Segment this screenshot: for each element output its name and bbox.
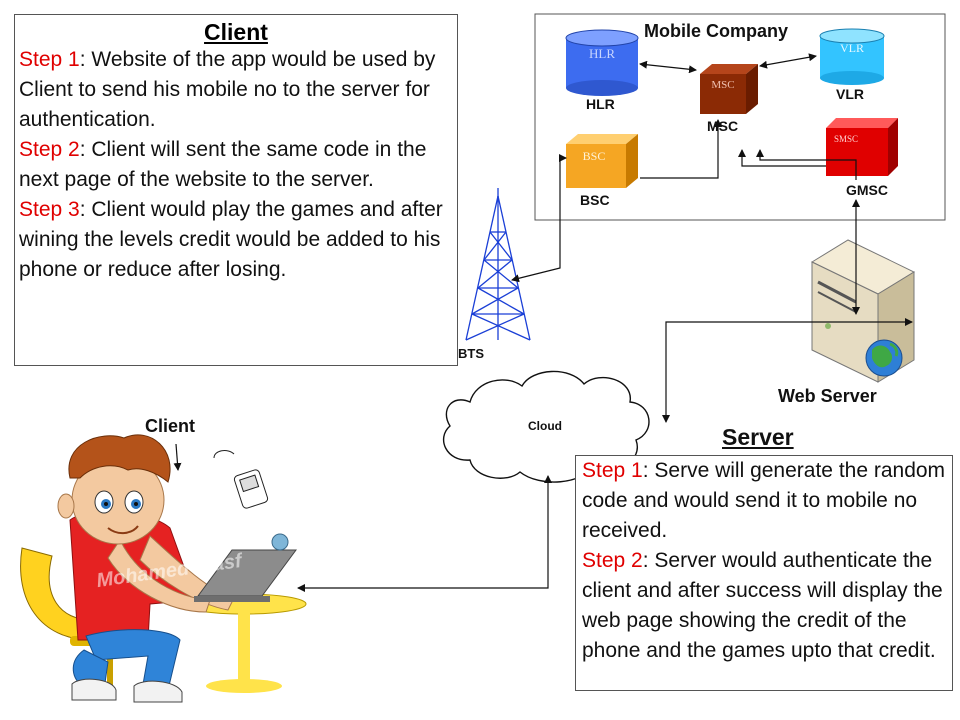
gmsc-server-icon: SMSC [826,118,898,176]
server-steps-list: Step 1: Serve will generate the random c… [582,456,946,666]
bts-bsc-link [511,154,567,283]
vlr-database-icon: VLR [819,28,885,85]
gmsc-label: GMSC [846,182,888,198]
server-links [173,199,913,592]
server-step-2: Step 2: Server would authenticate the cl… [582,549,943,662]
svg-text:BSC: BSC [583,149,606,163]
cloud-label: Cloud [528,419,562,433]
client-steps-list: Step 1: Website of the app would be used… [19,45,453,285]
hlr-label: HLR [586,96,615,112]
vlr-label: VLR [836,86,864,102]
client-step-3: Step 3: Client would play the games and … [19,198,443,281]
hlr-database-icon: HLR [565,29,639,96]
phone-icon [213,450,269,509]
web-server-label: Web Server [778,386,877,406]
svg-text:SMSC: SMSC [834,134,858,144]
server-step-1: Step 1: Serve will generate the random c… [582,459,946,542]
client-step-1: Step 1: Website of the app would be used… [19,48,436,131]
mobile-company-title: Mobile Company [644,21,789,41]
bsc-label: BSC [580,192,610,208]
bts-label: BTS [458,346,484,361]
bts-tower-icon [465,188,531,341]
svg-text:MSC: MSC [711,79,734,91]
server-steps-box: Step 1: Serve will generate the random c… [575,455,953,691]
web-server-icon [810,239,916,383]
msc-server-icon: MSC [700,64,758,114]
msc-label: MSC [707,118,739,134]
client-step-2: Step 2: Client will sent the same code i… [19,138,427,191]
svg-text:HLR: HLR [589,46,615,61]
client-figure-label: Client [145,416,196,436]
mobile-company-links [639,53,857,180]
client-person-illustration [20,434,307,703]
bsc-server-icon: BSC [566,134,638,188]
server-box-title: Server [722,424,794,450]
svg-text:VLR: VLR [840,41,864,55]
client-box-title: Client [204,19,268,45]
client-steps-box: Client Step 1: Website of the app would … [14,14,458,366]
